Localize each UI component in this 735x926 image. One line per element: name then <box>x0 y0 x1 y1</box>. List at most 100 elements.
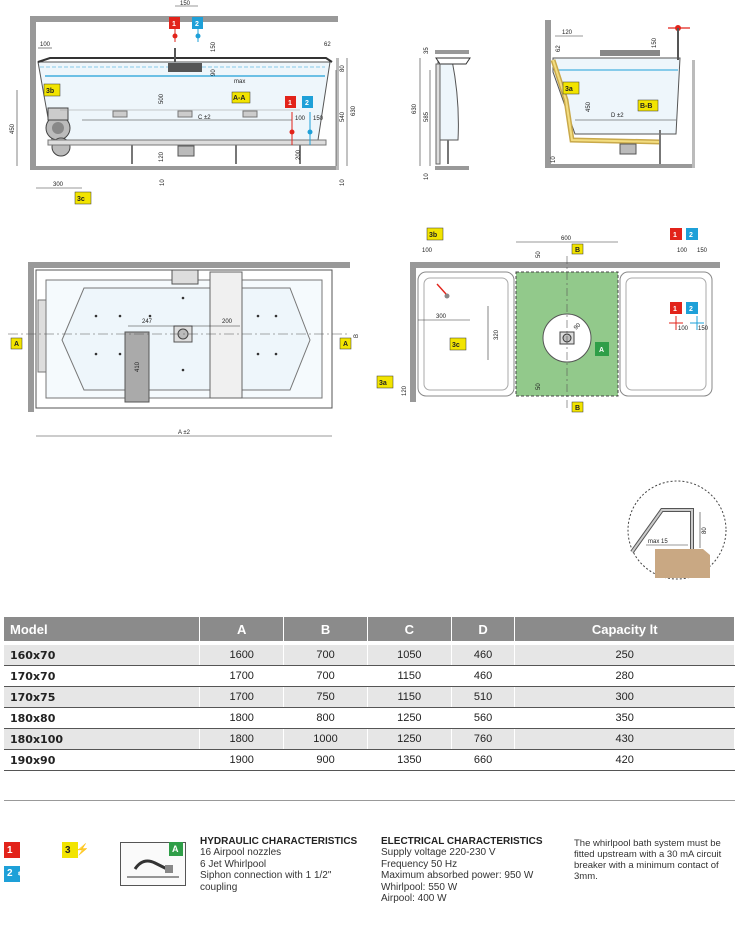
legend-hot-water-icon: 1☼ <box>4 842 27 858</box>
dim-label: 630 <box>412 103 418 114</box>
max-water-label: max <box>234 79 245 85</box>
table-cell: 1050 <box>367 645 452 666</box>
section-marker-b: B <box>575 247 580 254</box>
dim-label: 540 <box>340 111 346 122</box>
table-cell: 1150 <box>367 686 452 708</box>
table-cell: 700 <box>283 645 368 666</box>
electrical-line: Whirlpool: 550 W <box>381 881 458 893</box>
section-label: A-A <box>233 95 245 102</box>
hydraulic-line: 16 Airpool nozzles <box>200 847 282 858</box>
marker-2: 2 <box>689 232 693 239</box>
marker-1: 1 <box>172 21 176 28</box>
plan-view-left: 247 200 410 A ±2 B A A <box>8 262 360 437</box>
column-header: Model <box>4 617 201 641</box>
dim-label: 10 <box>160 179 166 186</box>
marker-3b: 3b <box>46 88 54 95</box>
table-cell: 1700 <box>199 665 285 687</box>
table-cell: 660 <box>451 749 516 771</box>
legend-electrical-icon: 3⚡ <box>62 842 89 858</box>
dim-label: 500 <box>159 93 165 104</box>
dim-label: 150 <box>697 248 708 254</box>
table-cell: 460 <box>451 645 516 666</box>
dim-label: 90 <box>573 322 582 331</box>
dim-label: 35 <box>424 47 430 54</box>
table-cell: 190x90 <box>4 749 201 771</box>
dim-label: 80 <box>702 527 708 534</box>
dim-label: 150 <box>313 116 324 122</box>
electrical-line: Airpool: 400 W <box>381 893 447 904</box>
dim-label: 150 <box>652 37 658 48</box>
marker-2: 2 <box>305 100 309 107</box>
dim-label: 62 <box>324 42 331 48</box>
table-cell: 460 <box>451 665 516 687</box>
marker-1: 1 <box>288 100 292 107</box>
table-cell: 560 <box>451 707 516 729</box>
table-cell: 800 <box>283 707 368 729</box>
dim-label: 120 <box>562 30 573 36</box>
legend-a-square: A <box>169 842 183 856</box>
table-cell: 430 <box>514 728 735 750</box>
table-cell: 1150 <box>367 665 452 687</box>
side-profile-view: 35 630 585 10 <box>412 47 471 180</box>
table-cell: 510 <box>451 686 516 708</box>
dim-label: 150 <box>180 1 191 7</box>
dim-label: 410 <box>135 361 141 372</box>
marker-3b: 3b <box>429 232 437 239</box>
table-cell: 700 <box>283 665 368 687</box>
marker-3c: 3c <box>77 196 85 203</box>
table-cell: 160x70 <box>4 645 201 666</box>
electrical-line: Frequency 50 Hz <box>381 858 458 870</box>
dim-label: 120 <box>402 385 408 396</box>
marker-2: 2 <box>689 306 693 313</box>
table-cell: 300 <box>514 686 735 708</box>
electrical-line: Supply voltage 220-230 V <box>381 847 496 858</box>
dim-label: 320 <box>494 329 500 340</box>
dim-label: 247 <box>142 319 153 325</box>
table-cell: 1250 <box>367 707 452 729</box>
section-marker-a: A <box>14 341 19 348</box>
dim-label: 120 <box>159 151 165 162</box>
hydraulic-line: Siphon connection with 1 1/2" <box>200 870 332 881</box>
table-cell: 1600 <box>199 645 285 666</box>
section-marker-b: B <box>575 405 580 412</box>
table-cell: 1250 <box>367 728 452 750</box>
column-header: B <box>283 617 368 641</box>
dim-label: 62 <box>556 45 562 52</box>
plan-view-right: 100 600 50 B 100 150 300 320 90 50 100 1… <box>376 227 720 413</box>
table-cell: 1350 <box>367 749 452 771</box>
table-cell: 250 <box>514 645 735 666</box>
table-cell: 180x80 <box>4 707 201 729</box>
table-cell: 350 <box>514 707 735 729</box>
marker-3a: 3a <box>565 86 573 93</box>
dim-label: 450 <box>10 123 16 134</box>
hydraulic-characteristics: HYDRAULIC CHARACTERISTICS 16 Airpool noz… <box>200 836 378 893</box>
rim-detail-view: 80 max 15 <box>627 480 727 580</box>
column-header: C <box>367 617 452 641</box>
section-label: B-B <box>640 103 652 110</box>
dim-label: 50 <box>536 251 542 258</box>
marker-a-green: A <box>599 347 604 354</box>
dim-label: C ±2 <box>198 115 211 121</box>
marker-3a: 3a <box>379 380 387 387</box>
table-cell: 1900 <box>199 749 285 771</box>
marker-3c: 3c <box>452 342 460 349</box>
dim-label: 100 <box>295 116 306 122</box>
table-cell: 170x70 <box>4 665 201 687</box>
hydraulic-title: HYDRAULIC CHARACTERISTICS <box>200 836 358 847</box>
marker-1: 1 <box>673 306 677 313</box>
hydraulic-line: coupling <box>200 881 238 893</box>
dim-label: 10 <box>424 173 430 180</box>
table-cell: 750 <box>283 686 368 708</box>
table-header-row: Model A B C D Capacity lt <box>4 617 735 641</box>
dim-label: 100 <box>677 248 688 254</box>
marker-1: 1 <box>673 232 677 239</box>
electrical-line: Maximum absorbed power: 950 W <box>381 870 534 881</box>
dim-label: 10 <box>551 156 557 163</box>
dim-label: 200 <box>296 149 302 160</box>
